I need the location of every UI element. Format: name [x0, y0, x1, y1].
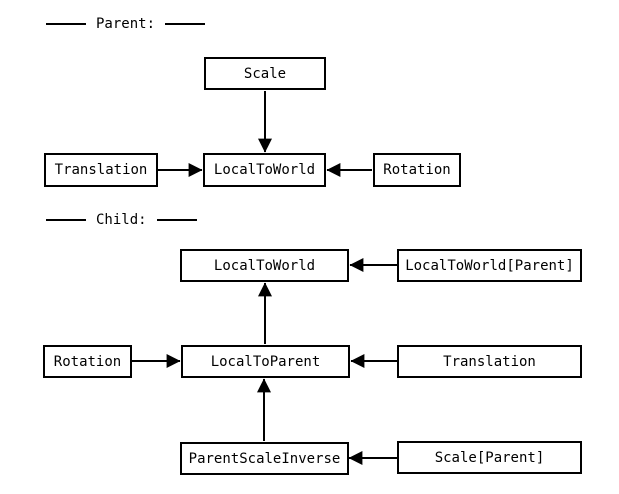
child-section-label: Child: [46, 211, 197, 229]
node-parent-translation: Translation [44, 153, 158, 187]
label-dash-left [46, 219, 86, 221]
node-child-localtoworld: LocalToWorld [180, 249, 349, 282]
parent-section-label: Parent: [46, 15, 206, 33]
label-dash-right [165, 23, 206, 25]
node-parent-rotation: Rotation [373, 153, 461, 187]
parent-section-label-text: Parent: [96, 16, 156, 32]
node-child-parentscaleinverse: ParentScaleInverse [180, 442, 349, 475]
child-section-label-text: Child: [96, 212, 147, 228]
node-parent-localtoworld: LocalToWorld [203, 153, 326, 187]
node-child-scale-parent: Scale[Parent] [397, 441, 582, 474]
label-dash-left [46, 23, 86, 25]
label-dash-right [156, 219, 197, 221]
node-child-translation: Translation [397, 345, 582, 378]
node-child-rotation: Rotation [43, 345, 132, 378]
node-child-localtoparent: LocalToParent [181, 345, 350, 378]
node-parent-scale: Scale [204, 57, 326, 90]
node-child-localtoworld-parent: LocalToWorld[Parent] [397, 249, 582, 282]
